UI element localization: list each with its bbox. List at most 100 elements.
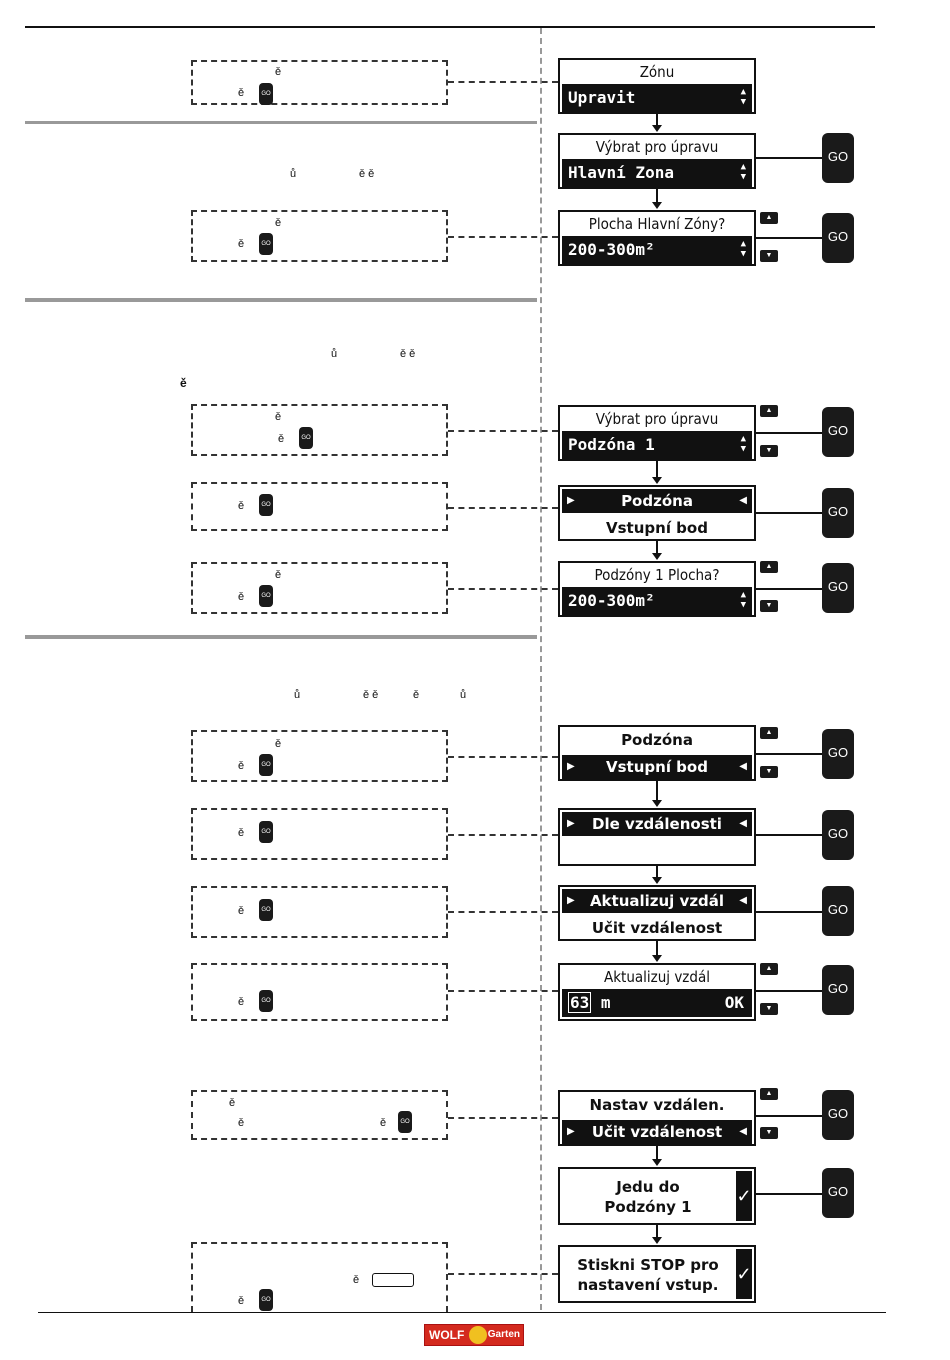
text-fragment: ů — [331, 348, 338, 360]
solid-connector — [756, 237, 822, 239]
bottom-rule — [38, 1312, 886, 1313]
display-screen: Výbrat pro úpravu Hlavní Zona▲▼ — [558, 133, 756, 189]
go-button-icon: GO — [822, 213, 854, 263]
display-screen: Podzóny 1 Plocha? 200-300m²▲▼ — [558, 561, 756, 617]
go-key-icon: GO — [259, 233, 273, 255]
arrowhead-icon — [652, 125, 662, 132]
arrowhead-icon — [652, 477, 662, 484]
flow-arrow — [656, 941, 658, 956]
screen-title: Plocha Hlavní Zóny? — [588, 215, 726, 233]
screen-value: 200-300m²▲▼ — [562, 236, 752, 264]
logo-text-left: WOLF — [429, 1328, 465, 1342]
go-key-icon: GO — [259, 585, 273, 607]
flow-arrow — [656, 114, 658, 127]
dashed-connector — [448, 1117, 558, 1119]
dashed-connector — [448, 1273, 558, 1275]
arrowhead-icon — [652, 877, 662, 884]
text-fragment: ě — [275, 66, 282, 78]
instruction-box — [191, 482, 448, 531]
text-fragment: ě — [413, 689, 420, 701]
screen-title: Výbrat pro úpravu — [595, 410, 719, 428]
screen-title: Výbrat pro úpravu — [595, 138, 719, 156]
instruction-box — [191, 963, 448, 1021]
solid-connector — [756, 157, 822, 159]
display-screen: ▶Podzóna◀ Vstupní bod — [558, 485, 756, 541]
display-screen: Podzóna ▶Vstupní bod◀ — [558, 725, 756, 781]
dashed-connector — [448, 756, 558, 758]
screen-option: Vstupní bod — [606, 519, 708, 537]
text-fragment: ě — [238, 1117, 245, 1129]
arrowhead-icon — [652, 1237, 662, 1244]
flow-arrow — [656, 1225, 658, 1238]
display-screen: Zónu Upravit▲▼ — [558, 58, 756, 114]
go-button-icon: GO — [822, 407, 854, 457]
solid-connector — [756, 1193, 822, 1195]
go-button-icon: GO — [822, 488, 854, 538]
screen-selected: ▶Aktualizuj vzdál◀ — [562, 889, 752, 913]
distance-number: 63 — [568, 992, 592, 1013]
solid-connector — [756, 512, 822, 514]
instruction-box — [191, 562, 448, 614]
go-key-icon: GO — [259, 494, 273, 516]
go-key-icon: GO — [259, 990, 273, 1012]
arrowhead-icon — [652, 1159, 662, 1166]
go-button-icon: GO — [822, 886, 854, 936]
down-key-icon: ▼ — [760, 766, 778, 778]
solid-connector — [756, 1115, 822, 1117]
down-key-icon: ▼ — [760, 250, 778, 262]
flow-arrow — [656, 866, 658, 878]
go-button-icon: GO — [822, 1168, 854, 1218]
down-key-icon: ▼ — [760, 445, 778, 457]
go-button-icon: GO — [822, 810, 854, 860]
text-fragment: ě — [238, 827, 245, 839]
section-separator — [25, 121, 537, 124]
go-key-icon: GO — [259, 1289, 273, 1311]
dashed-connector — [448, 430, 558, 432]
screen-option: Nastav vzdálen. — [589, 1096, 725, 1114]
screen-value: Podzóna 1▲▼ — [562, 431, 752, 459]
flow-arrow — [656, 461, 658, 478]
text-fragment: ě — [238, 905, 245, 917]
screen-selected: ▶Učit vzdálenost◀ — [562, 1120, 752, 1144]
solid-connector — [756, 588, 822, 590]
screen-title: Podzóny 1 Plocha? — [594, 566, 720, 584]
arrowhead-icon — [652, 800, 662, 807]
text-fragment: ě — [275, 569, 282, 581]
screen-title: Zónu — [639, 63, 675, 81]
text-fragment: ě ě — [359, 168, 375, 180]
display-screen: Výbrat pro úpravu Podzóna 1▲▼ — [558, 405, 756, 461]
screen-selected: ▶Dle vzdálenosti◀ — [562, 812, 752, 836]
text-fragment: ě — [238, 87, 245, 99]
down-key-icon: ▼ — [760, 1003, 778, 1015]
instruction-box — [191, 730, 448, 782]
text-fragment: ě ě — [363, 689, 379, 701]
display-screen: Nastav vzdálen. ▶Učit vzdálenost◀ — [558, 1090, 756, 1146]
dashed-connector — [448, 834, 558, 836]
flow-arrow — [656, 1146, 658, 1160]
instruction-box — [191, 60, 448, 105]
up-key-icon: ▲ — [760, 212, 778, 224]
display-screen: ▶Dle vzdálenosti◀ — [558, 808, 756, 866]
screen-title: Aktualizuj vzdál — [604, 968, 710, 986]
dashed-connector — [448, 236, 558, 238]
down-key-icon: ▼ — [760, 600, 778, 612]
instruction-box — [191, 210, 448, 262]
text-fragment: ě — [275, 217, 282, 229]
up-key-icon: ▲ — [760, 963, 778, 975]
arrowhead-icon — [652, 202, 662, 209]
dashed-connector — [448, 990, 558, 992]
flow-arrow — [656, 781, 658, 801]
go-key-icon: GO — [299, 427, 313, 449]
go-button-icon: GO — [822, 729, 854, 779]
ok-label: OK — [724, 993, 744, 1012]
distance-unit: m — [600, 993, 611, 1012]
stop-key-icon — [372, 1273, 414, 1287]
go-key-icon: GO — [398, 1111, 412, 1133]
dashed-connector — [448, 81, 558, 83]
solid-connector — [756, 990, 822, 992]
wolf-head-icon — [469, 1326, 487, 1344]
brand-logo: WOLF Garten — [424, 1324, 524, 1346]
down-key-icon: ▼ — [760, 1127, 778, 1139]
